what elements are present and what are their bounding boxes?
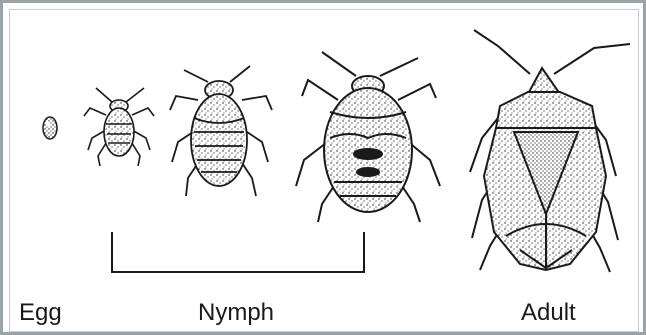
egg-icon [43, 117, 57, 139]
stage-label-adult: Adult [521, 301, 576, 325]
nymph-instar-medium-icon [170, 66, 272, 196]
stage-label-egg: Egg [19, 301, 62, 325]
stage-label-nymph: Nymph [198, 301, 274, 325]
nymph-bracket [112, 232, 364, 272]
nymph-instar-large-icon [296, 52, 440, 222]
stink-bug-adult-icon [470, 30, 630, 272]
nymph-instar-small-icon [84, 88, 154, 166]
